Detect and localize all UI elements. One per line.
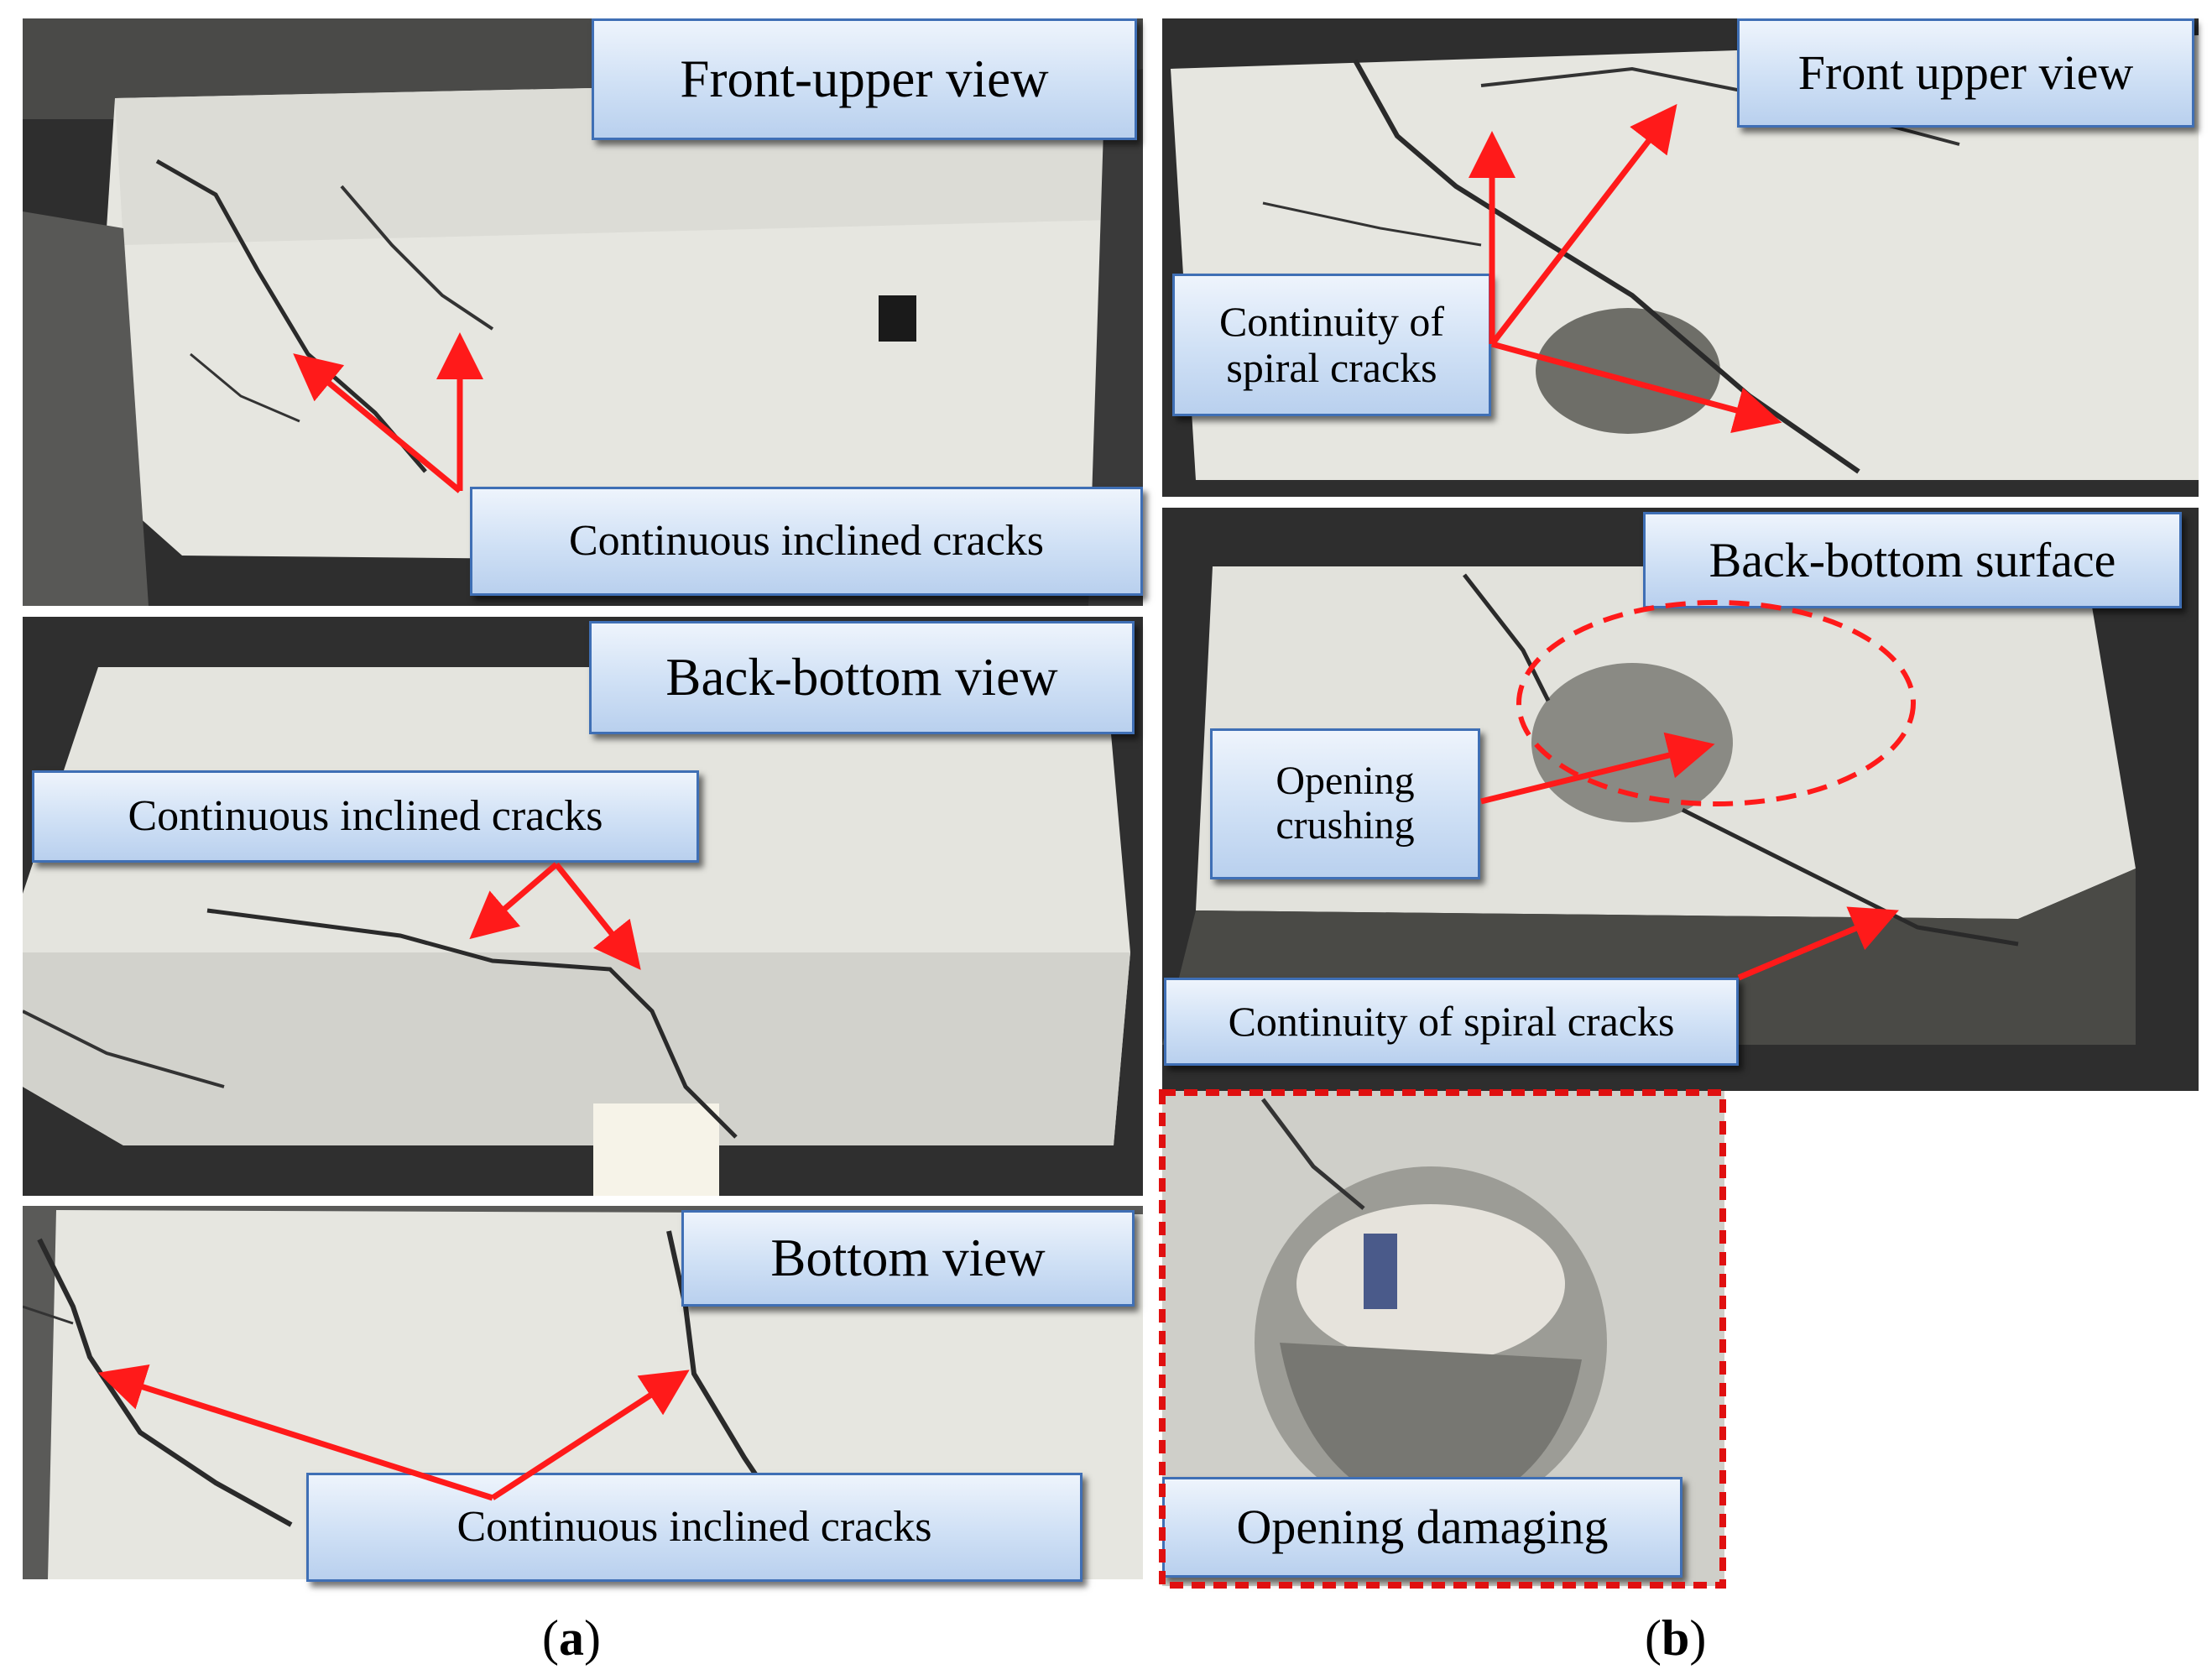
label-back-bottom-view: Back-bottom view (589, 621, 1135, 734)
label-front-upper-view: Front-upper view (592, 18, 1137, 140)
label-continuous-inclined-cracks-a2: Continuous inclined cracks (32, 770, 699, 863)
label-continuous-inclined-cracks-a3: Continuous inclined cracks (306, 1473, 1083, 1582)
label-bottom-view: Bottom view (681, 1210, 1135, 1307)
label-text: Continuity of spiral cracks (1228, 998, 1675, 1045)
label-text: Opening damaging (1236, 1500, 1609, 1555)
label-continuity-of-spiral-cracks-b2: Continuity of spiral cracks (1164, 978, 1739, 1066)
label-text: Continuous inclined cracks (568, 517, 1045, 566)
label-opening-crushing: Opening crushing (1210, 728, 1480, 879)
label-text-line2: crushing (1276, 803, 1415, 848)
label-text-line1: Opening (1276, 759, 1415, 804)
label-text-line1: Continuity of (1218, 298, 1445, 345)
label-text: Back-bottom view (665, 647, 1058, 707)
label-front-upper-view-b: Front upper view (1737, 18, 2194, 128)
label-text: Front-upper view (680, 49, 1049, 108)
label-text: Continuous inclined cracks (456, 1503, 932, 1552)
label-opening-damaging: Opening damaging (1162, 1477, 1682, 1578)
label-text-line2: spiral cracks (1226, 344, 1437, 391)
label-text: Continuous inclined cracks (128, 792, 603, 841)
caption-a: (a) (542, 1610, 601, 1666)
label-continuity-of-spiral-cracks-b1: Continuity of spiral cracks (1172, 274, 1491, 416)
label-continuous-inclined-cracks-a1: Continuous inclined cracks (470, 487, 1143, 596)
label-text: Bottom view (770, 1228, 1046, 1287)
label-text: Back-bottom surface (1709, 532, 2116, 587)
caption-b: (b) (1645, 1610, 1707, 1666)
label-back-bottom-surface: Back-bottom surface (1643, 512, 2182, 608)
label-text: Front upper view (1797, 45, 2134, 101)
